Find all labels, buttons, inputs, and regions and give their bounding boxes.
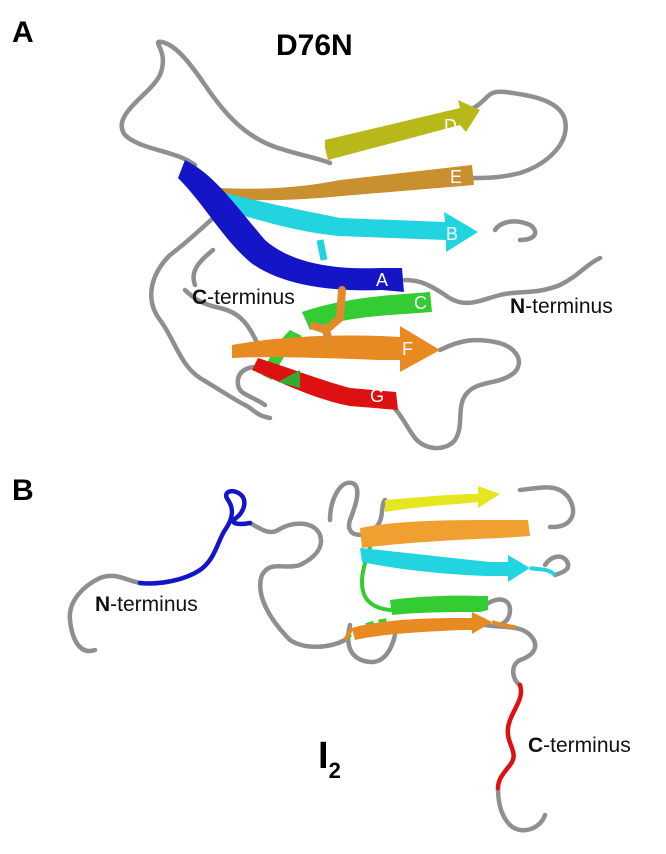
- strand-b-yellow: [385, 486, 500, 512]
- coil-b-loop-bottom-center: [345, 622, 398, 665]
- strand-label-d: D: [444, 116, 457, 136]
- strand-b-orange-top: [360, 520, 530, 548]
- strand-b-cyan-tail: [529, 566, 557, 577]
- coil-loop-top-left: [119, 39, 333, 168]
- panel-a-n-terminus-label: N-terminus: [510, 295, 613, 318]
- strand-f: [232, 326, 440, 372]
- strand-b: [210, 190, 478, 252]
- side-chain-stem: [316, 239, 328, 261]
- coil-b-n-blue: [137, 488, 253, 586]
- coil-b-c-red: [495, 682, 524, 791]
- strand-b-cyan: [360, 548, 530, 582]
- panel-a-c-terminus-label: C-terminus: [192, 286, 295, 309]
- strand-g-arrowhead: [278, 370, 300, 388]
- coil-b-loop-top: [327, 480, 388, 537]
- panel-b-letter: B: [12, 474, 34, 507]
- strand-label-c: C: [414, 293, 427, 313]
- coil-loop-top-right: [467, 89, 568, 181]
- coil-b-c-upper: [482, 622, 538, 688]
- d76n-side-chain: [310, 286, 346, 350]
- coil-b-n-tail: [67, 573, 143, 654]
- strand-e: [220, 165, 474, 201]
- coil-loop-right-f: [382, 337, 522, 451]
- intermediate-state-label: I2: [318, 735, 341, 783]
- strand-b-orange-bottom: [352, 612, 492, 640]
- coil-loop-bottom-left: [235, 365, 268, 408]
- coil-b-loop-right-top: [517, 485, 576, 530]
- strand-b-orange-tail: [491, 620, 516, 629]
- panel-a: A D76N D E B A C: [12, 16, 613, 451]
- coil-b-loop-right-cyan: [542, 554, 571, 578]
- coil-b-loop-left: [247, 520, 348, 649]
- strand-b-green: [390, 595, 488, 615]
- coil-n-terminus-tail: [402, 255, 603, 306]
- panel-a-letter: A: [12, 16, 34, 49]
- coil-loop-left-big: [149, 207, 273, 421]
- strand-label-g: G: [370, 386, 384, 406]
- coil-b-c-tail: [495, 785, 548, 833]
- coil-b-orange-link: [343, 626, 354, 642]
- panel-b-c-terminus-label: C-terminus: [528, 734, 631, 757]
- coil-loop-right-b: [492, 219, 538, 243]
- strand-label-f: F: [402, 339, 413, 359]
- panel-a-title: D76N: [276, 29, 353, 62]
- strand-a: [178, 160, 404, 292]
- strand-label-e: E: [450, 167, 462, 187]
- strand-d: [325, 100, 480, 160]
- panel-b: B N-terminus C-terminus I2: [12, 474, 631, 833]
- strand-label-b: B: [446, 224, 458, 244]
- strand-g: [252, 358, 398, 410]
- strand-label-a: A: [376, 270, 388, 290]
- coil-loop-upper-left-small: [191, 247, 216, 288]
- coil-c-terminus-region: [182, 287, 261, 348]
- panel-b-n-terminus-label: N-terminus: [95, 593, 198, 616]
